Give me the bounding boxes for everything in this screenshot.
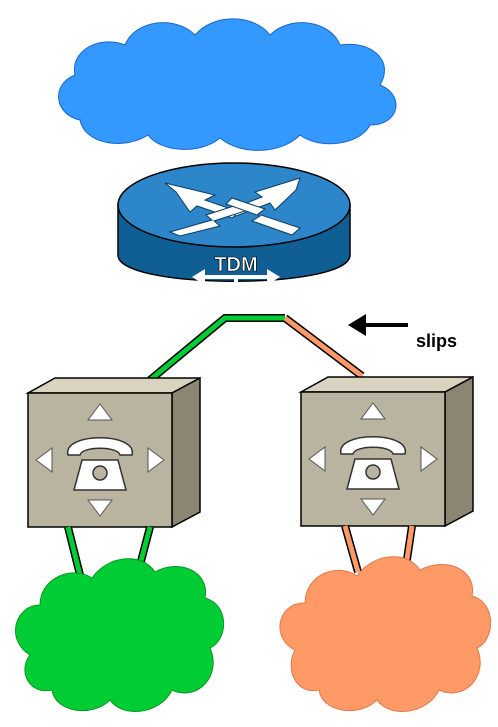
link-right-bottom [341,524,416,574]
left-cloud-icon [15,558,225,712]
right-cloud-icon [279,556,492,712]
router-label: TDM [214,254,257,276]
router-icon: TDM [117,162,351,302]
slips-label: slips [416,331,457,351]
link-left-bottom [64,525,154,576]
arrow-left-icon [348,314,408,336]
voice-switch-right-icon [298,375,474,528]
link-right [282,314,365,380]
link-left [147,314,285,384]
top-cloud-icon [58,18,397,151]
voice-switch-left-icon [25,376,201,529]
